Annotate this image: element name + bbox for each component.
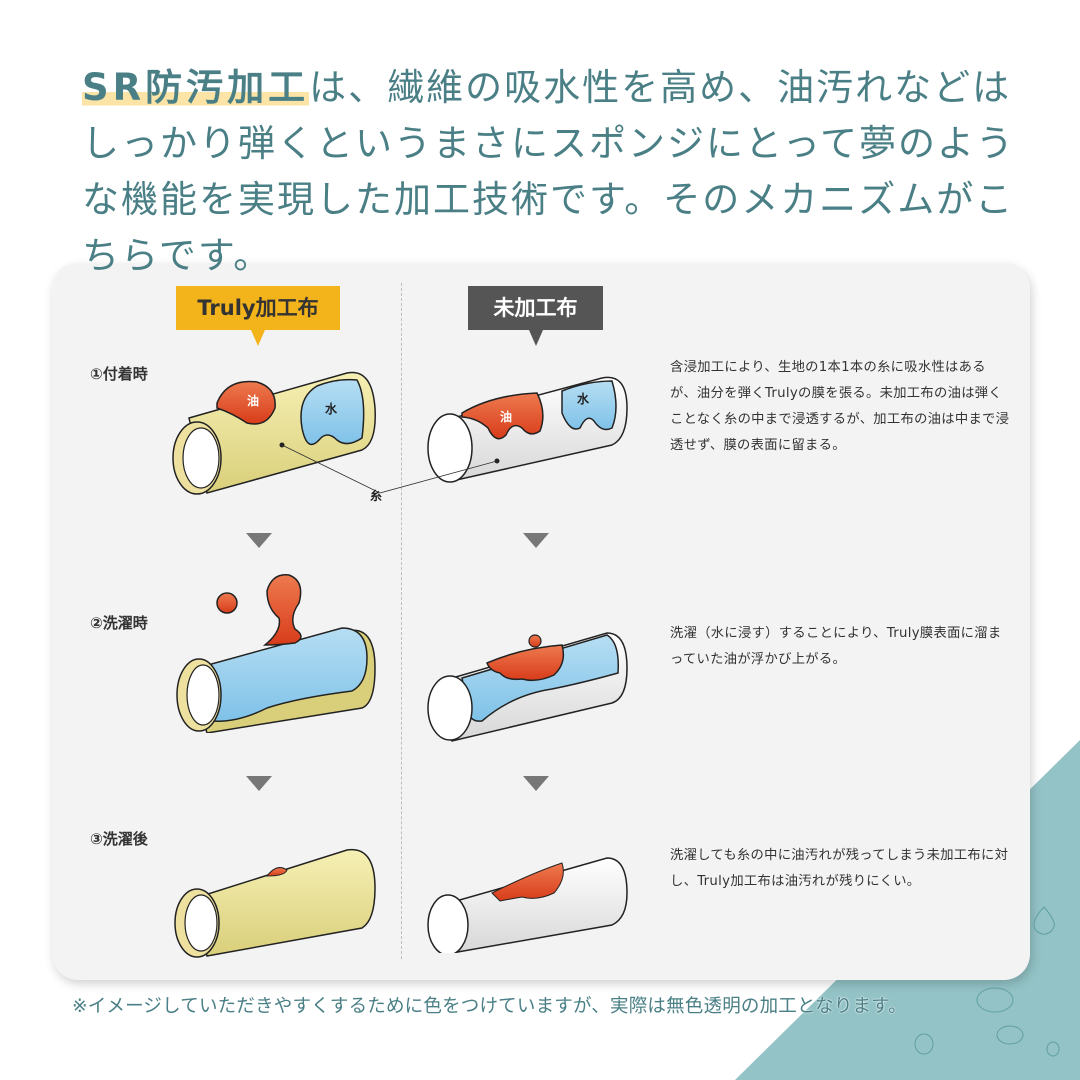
thread-label: 糸 — [370, 489, 383, 503]
step-1-label: ①付着時 — [90, 365, 148, 383]
oil-label: 油 — [247, 393, 259, 408]
headline-highlight: SR防汚加工 — [82, 66, 310, 109]
water-label: 水 — [325, 401, 338, 416]
svg-text:油: 油 — [500, 409, 512, 424]
headline: SR防汚加工は、繊維の吸水性を高め、油汚れなどはしっかり弾くというまさにスポンジ… — [82, 60, 1022, 284]
untreated-fabric-attach-figure: 油 水 — [427, 376, 628, 483]
arrow-down-icon — [523, 776, 549, 791]
arrow-down-icon — [523, 533, 549, 548]
water-drop-icon — [1033, 906, 1055, 935]
step-2-label: ②洗濯時 — [90, 614, 148, 632]
step-2-description: 洗濯（水に浸す）することにより、Truly膜表面に溜まっていた油が浮かび上がる。 — [670, 626, 1002, 667]
step-1-description: 含浸加工により、生地の1本1本の糸に吸水性はあるが、油分を弾くTrulyの膜を張… — [670, 360, 1010, 453]
truly-fabric-attach-figure: 油 水 — [172, 371, 376, 495]
untreated-fabric-after-wash-figure — [427, 857, 628, 953]
water-drop-icon — [976, 987, 1014, 1013]
truly-fabric-tag: Truly加工布 — [176, 286, 340, 346]
water-drop-icon — [996, 1025, 1024, 1045]
untreated-fabric-washing-figure — [427, 632, 628, 742]
water-drop-icon — [1046, 1041, 1060, 1057]
step-3-description: 洗濯しても糸の中に油汚れが残ってしまう未加工布に対し、Truly加工布は油汚れが… — [670, 848, 1009, 889]
column-divider — [401, 283, 402, 959]
headline-text: は、繊維の吸水性を高め、油汚れなどはしっかり弾くというまさにスポンジにとって夢の… — [82, 66, 1016, 277]
step-3-label: ③洗濯後 — [90, 830, 148, 848]
water-drop-icon — [914, 1033, 934, 1055]
thread-callout-lines — [282, 444, 498, 494]
mechanism-card: Truly加工布 未加工布 ①付着時 含浸加工により、生地の1本1本の糸に吸水性… — [52, 263, 1030, 980]
untreated-fabric-tag: 未加工布 — [468, 286, 603, 346]
arrow-down-icon — [246, 533, 272, 548]
truly-fabric-washing-figure — [176, 574, 376, 733]
truly-fabric-after-wash-figure — [174, 848, 376, 958]
footnote: ※イメージしていただきやすくするために色をつけていますが、実際は無色透明の加工と… — [72, 996, 907, 1017]
arrow-down-icon — [246, 776, 272, 791]
svg-text:水: 水 — [577, 391, 590, 406]
